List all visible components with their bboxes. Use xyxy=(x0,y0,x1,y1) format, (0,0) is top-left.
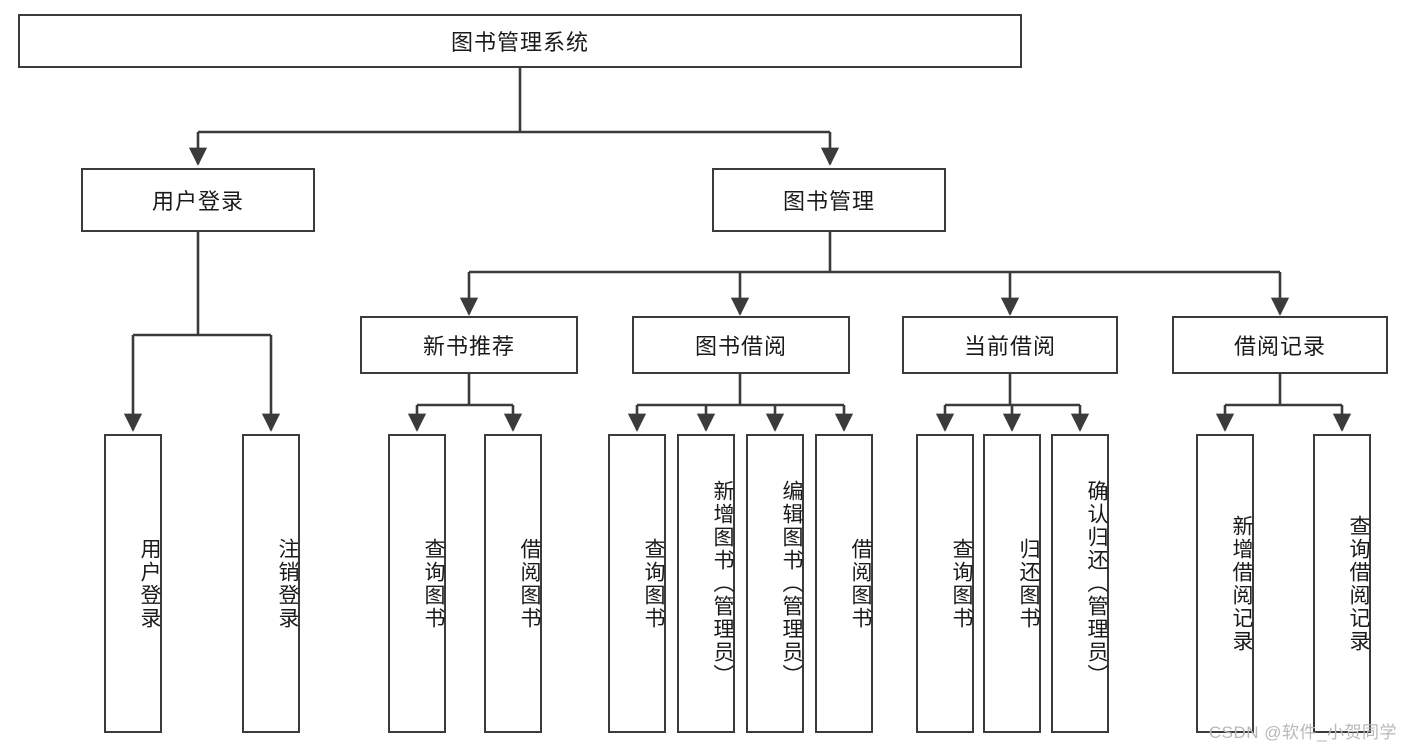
node-book-manage[interactable]: 图书管理 xyxy=(712,168,946,232)
node-leaf-borrow-book-1[interactable]: 借阅图书 xyxy=(484,434,542,733)
node-leaf-edit-book[interactable]: 编辑图书（管理员） xyxy=(746,434,804,733)
node-current-borrow-label: 当前借阅 xyxy=(963,334,1056,359)
node-user-login-label: 用户登录 xyxy=(151,189,244,214)
node-borrow-record[interactable]: 借阅记录 xyxy=(1172,316,1388,374)
node-leaf-query-book-1-label: 查询图书 xyxy=(422,537,445,630)
node-leaf-borrow-book-1-label: 借阅图书 xyxy=(518,537,541,630)
node-leaf-user-logout-label: 注销登录 xyxy=(276,537,299,630)
node-leaf-user-login[interactable]: 用户登录 xyxy=(104,434,162,733)
csdn-watermark: CSDN @软件_小贺同学 xyxy=(1208,723,1397,742)
node-leaf-query-record[interactable]: 查询借阅记录 xyxy=(1313,434,1371,733)
node-new-book-recommend[interactable]: 新书推荐 xyxy=(360,316,578,374)
node-leaf-query-book-2-label: 查询图书 xyxy=(642,537,665,630)
node-leaf-user-login-label: 用户登录 xyxy=(138,537,161,630)
node-leaf-query-book-3[interactable]: 查询图书 xyxy=(916,434,974,733)
node-current-borrow[interactable]: 当前借阅 xyxy=(902,316,1118,374)
node-leaf-query-book-2[interactable]: 查询图书 xyxy=(608,434,666,733)
node-user-login[interactable]: 用户登录 xyxy=(81,168,315,232)
node-leaf-add-book[interactable]: 新增图书（管理员） xyxy=(677,434,735,733)
node-book-borrow[interactable]: 图书借阅 xyxy=(632,316,850,374)
node-leaf-return-book-label: 归还图书 xyxy=(1017,537,1040,630)
node-leaf-borrow-book-2[interactable]: 借阅图书 xyxy=(815,434,873,733)
node-leaf-return-book[interactable]: 归还图书 xyxy=(983,434,1041,733)
node-leaf-query-record-label: 查询借阅记录 xyxy=(1347,514,1370,653)
node-leaf-edit-book-label: 编辑图书（管理员） xyxy=(780,480,803,687)
node-leaf-add-book-label: 新增图书（管理员） xyxy=(711,480,734,687)
node-root-label: 图书管理系统 xyxy=(450,30,589,55)
node-book-manage-label: 图书管理 xyxy=(782,189,875,214)
node-leaf-user-logout[interactable]: 注销登录 xyxy=(242,434,300,733)
node-leaf-query-book-1[interactable]: 查询图书 xyxy=(388,434,446,733)
node-root[interactable]: 图书管理系统 xyxy=(18,14,1022,68)
node-book-borrow-label: 图书借阅 xyxy=(694,334,787,359)
node-leaf-query-book-3-label: 查询图书 xyxy=(950,537,973,630)
node-leaf-confirm-return[interactable]: 确认归还（管理员） xyxy=(1051,434,1109,733)
node-leaf-add-record[interactable]: 新增借阅记录 xyxy=(1196,434,1254,733)
node-new-book-recommend-label: 新书推荐 xyxy=(422,334,515,359)
node-borrow-record-label: 借阅记录 xyxy=(1233,334,1326,359)
node-leaf-borrow-book-2-label: 借阅图书 xyxy=(849,537,872,630)
node-leaf-add-record-label: 新增借阅记录 xyxy=(1230,514,1253,653)
node-leaf-confirm-return-label: 确认归还（管理员） xyxy=(1085,480,1108,687)
